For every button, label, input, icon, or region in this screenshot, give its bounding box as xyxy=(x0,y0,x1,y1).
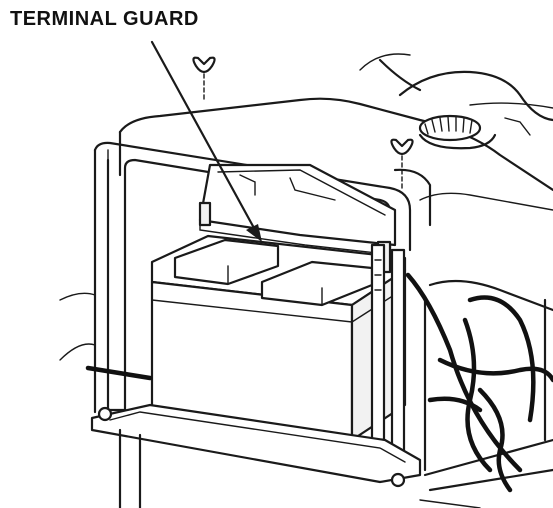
battery xyxy=(150,234,407,442)
left-cable xyxy=(85,365,153,381)
terminal-guard xyxy=(198,163,397,256)
mower-body-outline xyxy=(118,53,553,227)
wing-nut-left xyxy=(192,56,216,101)
callout-arrow xyxy=(150,40,262,242)
wing-nut-right xyxy=(390,138,414,191)
tray-support xyxy=(59,292,142,508)
terminal-guard-label: TERMINAL GUARD xyxy=(10,8,199,30)
steering-column xyxy=(418,114,497,150)
wiring-harness xyxy=(405,272,553,493)
